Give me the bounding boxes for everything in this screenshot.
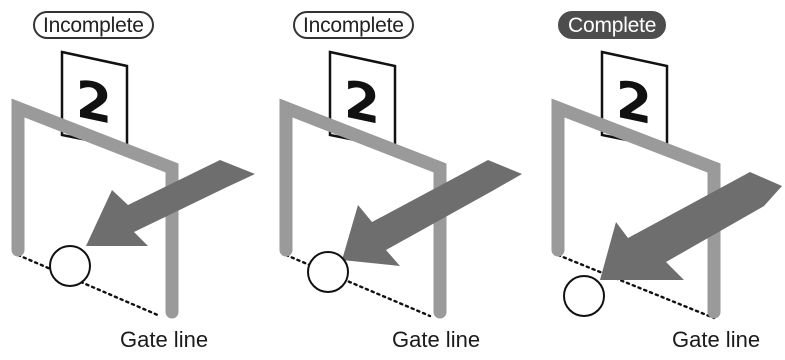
position-marker (307, 251, 349, 293)
status-badge: Complete (558, 11, 667, 39)
gate-diagram-3: 2 (551, 50, 782, 320)
direction-arrow (86, 160, 255, 246)
gate-number-sign: 2 (328, 50, 397, 150)
gate-frame (551, 98, 721, 319)
gate-frame (279, 98, 447, 319)
gate-number: 2 (76, 69, 112, 137)
position-marker (563, 275, 605, 317)
gate-line-dotted (16, 253, 162, 318)
gate-line-dotted (556, 253, 716, 320)
gate-diagram-2: 2 (279, 50, 522, 319)
gate-line-caption: Gate line (120, 327, 209, 352)
position-marker (49, 245, 91, 287)
gate-frame (11, 98, 179, 319)
gate-panel-1: 2 Incomplete Gate line (0, 0, 262, 360)
gate-line-dotted (284, 253, 432, 318)
gate-line-caption: Gate line (392, 327, 481, 352)
direction-arrow (600, 172, 782, 280)
gate-number: 2 (344, 69, 380, 137)
gate-diagram-1: 2 (11, 50, 255, 319)
gate-panel-2: 2 Incomplete Gate line (262, 0, 524, 360)
gate-panel-3: 2 Complete Gate line (524, 0, 785, 360)
direction-arrow (342, 160, 522, 266)
status-badge: Incomplete (33, 11, 154, 39)
status-badge: Incomplete (293, 11, 414, 39)
gate-number-sign: 2 (60, 50, 129, 150)
gate-line-caption: Gate line (672, 327, 761, 352)
